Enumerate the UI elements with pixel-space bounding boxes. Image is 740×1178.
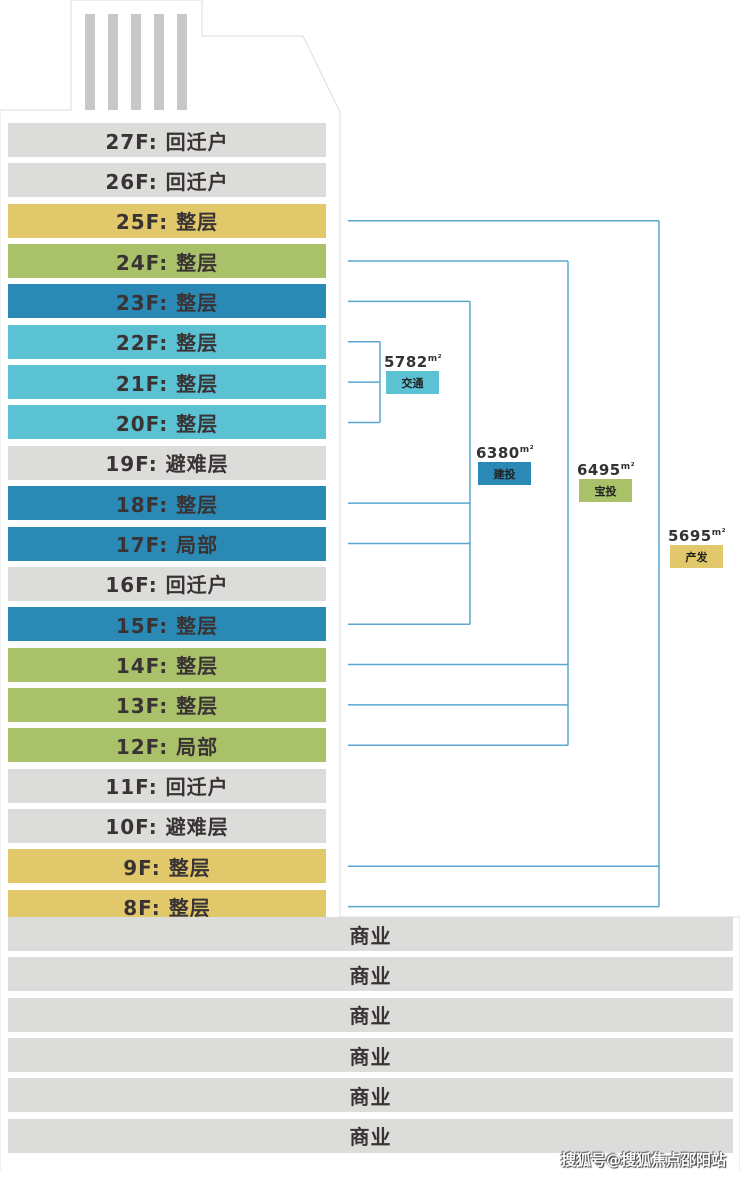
floor-10F: 10F: 避难层 [8,808,326,843]
group-area: 5695m² [668,527,727,545]
group-name-tag: 产发 [670,545,723,568]
floor-12F: 12F: 局部 [8,728,326,763]
floor-22F: 22F: 整层 [8,324,326,359]
commercial-floor: 商业 [8,1038,733,1073]
floor-20F: 20F: 整层 [8,405,326,440]
commercial-floor: 商业 [8,997,733,1032]
group-area: 6495m² [577,461,636,479]
floor-17F: 17F: 局部 [8,526,326,561]
group-name-tag: 交通 [386,371,439,394]
commercial-floor: 商业 [8,957,733,992]
rooftop-stripes [85,14,187,110]
commercial-floor: 商业 [8,917,733,951]
floor-16F: 16F: 回迁户 [8,566,326,601]
floor-26F: 26F: 回迁户 [8,163,326,198]
bracket-lines [348,219,660,908]
group-name-tag: 建投 [478,462,531,485]
floor-11F: 11F: 回迁户 [8,768,326,803]
floor-23F: 23F: 整层 [8,284,326,319]
floor-21F: 21F: 整层 [8,365,326,400]
floor-25F: 25F: 整层 [8,203,326,238]
floor-15F: 15F: 整层 [8,607,326,642]
watermark: 搜狐号@搜狐焦点邵阳站 [560,1151,726,1169]
floor-19F: 19F: 避难层 [8,445,326,480]
group-area: 5782m² [384,353,443,371]
group-area: 6380m² [476,444,535,462]
floor-13F: 13F: 整层 [8,687,326,722]
commercial-floor: 商业 [8,1078,733,1113]
commercial-floor: 商业 [8,1118,733,1153]
floor-27F: 27F: 回迁户 [8,123,326,157]
floor-14F: 14F: 整层 [8,647,326,682]
floor-9F: 9F: 整层 [8,849,326,884]
floor-18F: 18F: 整层 [8,486,326,521]
floor-24F: 24F: 整层 [8,244,326,279]
group-name-tag: 宝投 [579,479,632,502]
